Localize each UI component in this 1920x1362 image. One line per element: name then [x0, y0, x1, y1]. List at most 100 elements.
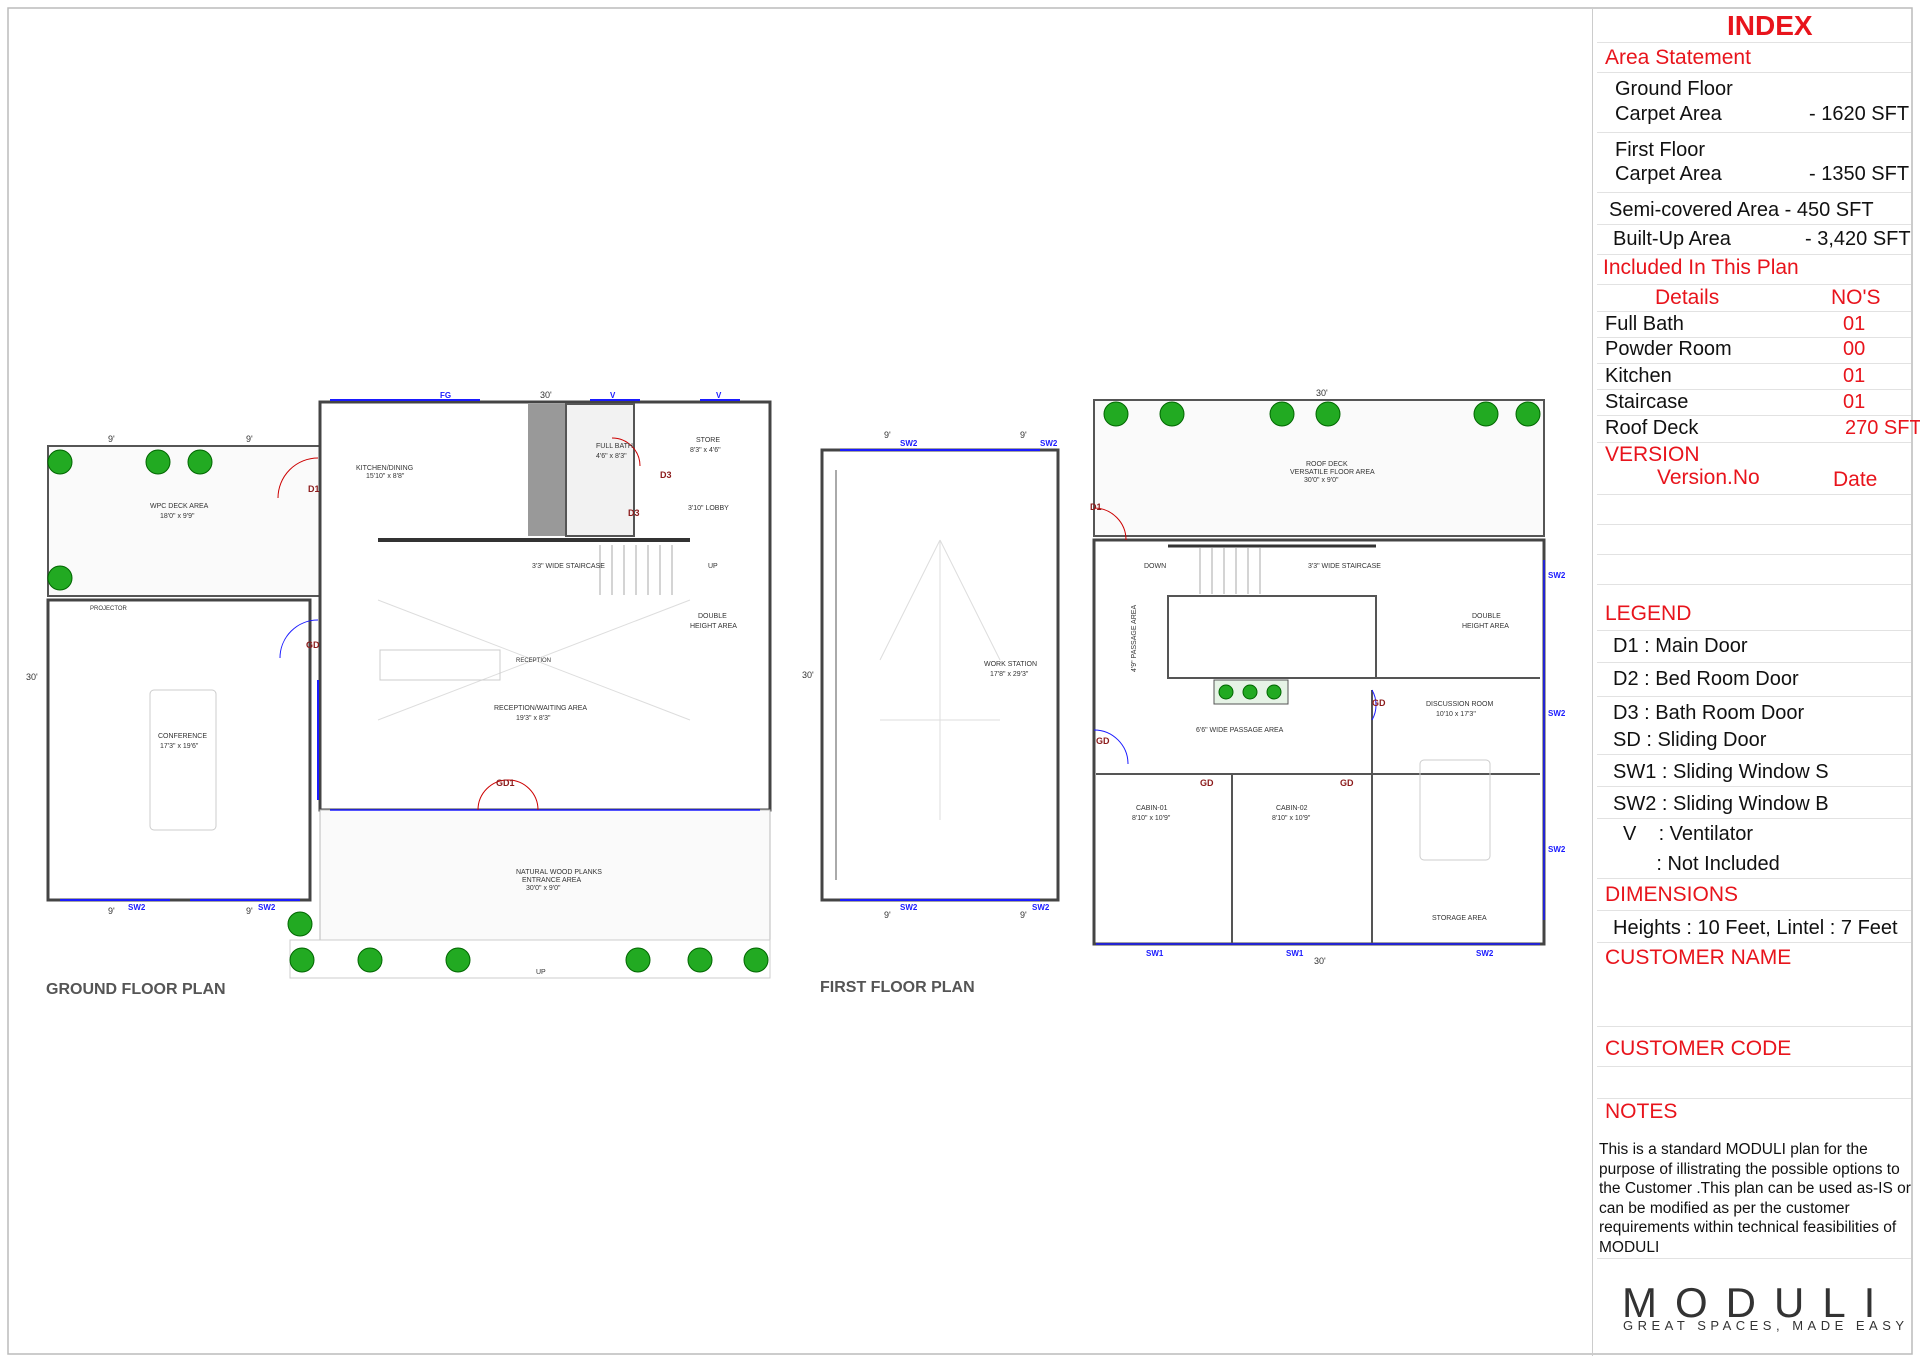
label-store-size: 8'3" x 4'6": [690, 447, 721, 454]
label-entrance: ENTRANCE AREA: [522, 877, 581, 884]
label-height-area: HEIGHT AREA: [1462, 623, 1509, 630]
label-wpc: WPC DECK AREA: [150, 503, 209, 510]
legend-item: SW1 : Sliding Window S: [1613, 761, 1829, 783]
label-cabin1: CABIN-01: [1136, 805, 1168, 812]
wpc-deck-area: [47, 445, 321, 597]
door-d1-swing: [277, 457, 319, 499]
label-sw2c: SW2: [900, 903, 918, 912]
label-lobby: 3'10" LOBBY: [688, 505, 729, 512]
label-full-bath-size: 4'6" x 8'3": [596, 453, 627, 460]
label-sw1b: SW1: [1286, 949, 1304, 958]
gf-carpet-label: Carpet Area: [1615, 103, 1722, 125]
first-floor-workstation-plan: SW2 SW2 9' 9' WORK STATION 17'8" x 29'3"…: [802, 430, 1060, 996]
label-dim-9d: 9': [246, 906, 253, 916]
moduli-tagline: GREAT SPACES, MADE EASY: [1623, 1318, 1909, 1333]
label-reception-desk: RECEPTION: [516, 658, 551, 664]
label-sw2g: SW2: [1548, 709, 1566, 718]
builtup-label: Built-Up Area: [1613, 228, 1731, 250]
label-double: DOUBLE: [1472, 613, 1501, 620]
label-gd1: GD: [1372, 698, 1386, 708]
label-versatile: VERSATILE FLOOR AREA: [1290, 469, 1375, 476]
label-dim-9b: 9': [246, 434, 253, 444]
label-projector: PROJECTOR: [90, 606, 128, 612]
label-up: UP: [708, 563, 718, 570]
item-label: Powder Room: [1605, 338, 1732, 360]
legend-item: D1 : Main Door: [1613, 635, 1748, 657]
legend-item: D3 : Bath Room Door: [1613, 702, 1805, 724]
first-floor-block: [1092, 538, 1546, 946]
notes-text: This is a standard MODULI plan for the p…: [1599, 1141, 1911, 1256]
ff-carpet-value: - 1350 SFT: [1809, 163, 1910, 185]
label-roof-size: 30'0" x 9'0": [1304, 477, 1339, 484]
label-v1: V: [610, 391, 616, 400]
version-heading: VERSION: [1605, 443, 1700, 466]
legend-item: SW2 : Sliding Window B: [1613, 793, 1829, 815]
label-sw2e: SW2: [1476, 949, 1494, 958]
label-dim-bottom: 30': [1314, 956, 1326, 966]
area-statement-heading: Area Statement: [1605, 46, 1751, 69]
label-gd1: GD1: [496, 778, 515, 788]
moduli-logo: MODULI: [1622, 1279, 1894, 1326]
label-sw2h: SW2: [1548, 845, 1566, 854]
index-title: INDEX: [1727, 10, 1813, 41]
label-height-area: HEIGHT AREA: [690, 623, 737, 630]
label-storage: STORAGE AREA: [1432, 915, 1487, 922]
label-discussion: DISCUSSION ROOM: [1426, 701, 1493, 708]
item-value: 00: [1843, 338, 1866, 360]
label-dim-9c: 9': [884, 910, 891, 920]
notes-heading: NOTES: [1605, 1100, 1678, 1123]
label-double: DOUBLE: [698, 613, 727, 620]
label-dim-9b: 9': [1020, 430, 1027, 440]
label-d1: D1: [1090, 502, 1102, 512]
label-dim-9c: 9': [108, 906, 115, 916]
label-wpc-size: 18'0" x 9'9": [160, 513, 195, 520]
label-sw2b: SW2: [258, 903, 276, 912]
item-value: 01: [1843, 391, 1866, 413]
customer-code-heading: CUSTOMER CODE: [1605, 1037, 1792, 1060]
conference-room: [46, 598, 312, 902]
label-dim-9a: 9': [108, 434, 115, 444]
first-floor-label: First Floor: [1615, 139, 1705, 161]
staircase-steps: [599, 545, 673, 595]
first-floor-title: FIRST FLOOR PLAN: [820, 979, 975, 996]
label-passage-v: 4'9" PASSAGE AREA: [1131, 605, 1138, 672]
item-label: Full Bath: [1605, 313, 1684, 335]
door-d3-swing: [611, 437, 641, 467]
label-entrance-size: 30'0" x 9'0": [526, 885, 561, 892]
semi-covered-area: Semi-covered Area - 450 SFT: [1609, 199, 1874, 221]
item-label: Kitchen: [1605, 365, 1672, 387]
label-reception: RECEPTION/WAITING AREA: [494, 705, 587, 712]
ground-trees: [47, 449, 769, 973]
label-reception-size: 19'3" x 8'3": [516, 715, 551, 722]
label-gd3: GD: [1200, 778, 1214, 788]
label-d3b: D3: [628, 508, 640, 518]
label-store: STORE: [696, 437, 720, 444]
label-dim-side: 30': [26, 672, 38, 682]
label-gd: GD: [306, 640, 320, 650]
label-gd2: GD: [1096, 736, 1110, 746]
label-staircase: 3'3" WIDE STAIRCASE: [1308, 563, 1381, 570]
dimensions-text: Heights : 10 Feet, Lintel : 7 Feet: [1613, 917, 1898, 939]
item-value: 01: [1843, 313, 1866, 335]
included-heading: Included In This Plan: [1603, 256, 1799, 279]
legend-item: : Not Included: [1623, 853, 1780, 875]
version-no-header: Version.No: [1657, 466, 1760, 489]
label-cabin2: CABIN-02: [1276, 805, 1308, 812]
label-conference: CONFERENCE: [158, 733, 207, 740]
label-v2: V: [716, 391, 722, 400]
label-cabin1-size: 8'10" x 10'9": [1132, 815, 1171, 822]
label-sw2a: SW2: [900, 439, 918, 448]
label-dim-top: 30': [540, 390, 552, 400]
door-gd1-swing-2: [507, 779, 539, 811]
legend-item: SD : Sliding Door: [1613, 729, 1767, 751]
label-workstation: WORK STATION: [984, 661, 1037, 668]
dimensions-heading: DIMENSIONS: [1605, 883, 1739, 906]
label-fg: FG: [440, 391, 451, 400]
label-gd4: GD: [1340, 778, 1354, 788]
item-label: Staircase: [1605, 391, 1689, 413]
full-bath-room: [565, 403, 635, 537]
label-cabin2-size: 8'10" x 10'9": [1272, 815, 1311, 822]
double-height-void: [1167, 595, 1377, 679]
label-d1: D1: [308, 484, 320, 494]
